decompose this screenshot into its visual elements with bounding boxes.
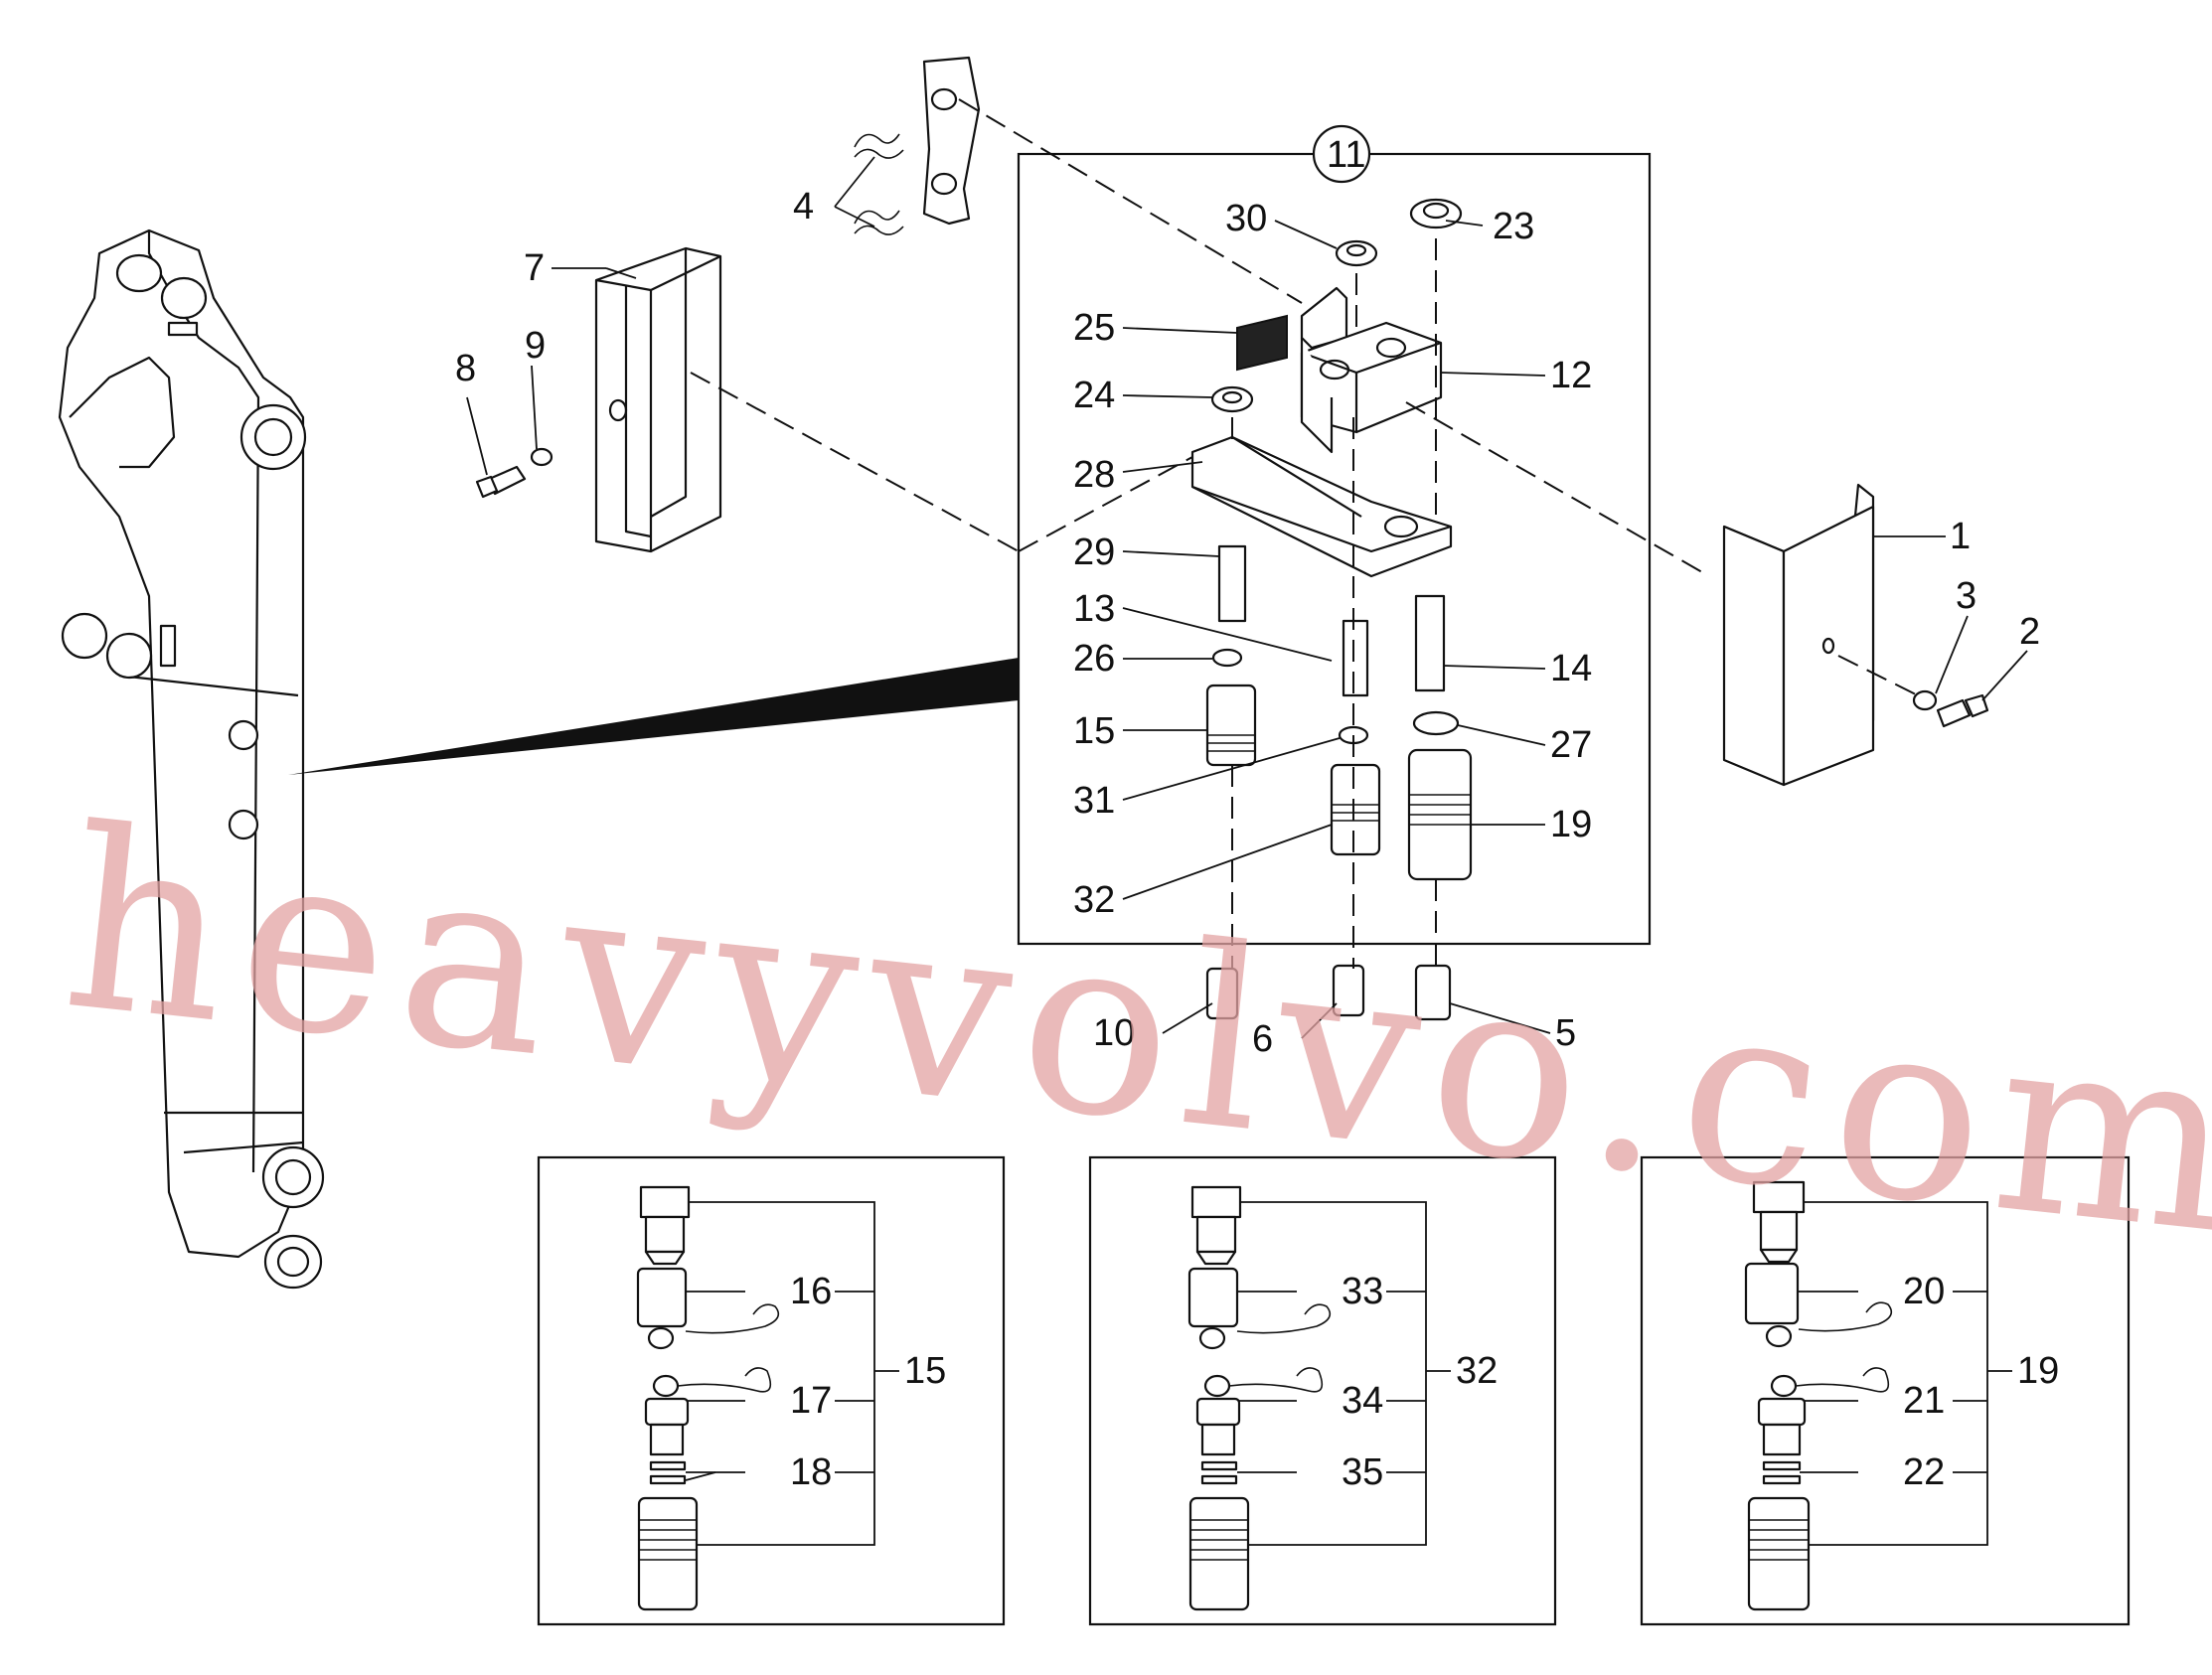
detail-19-item-3: 22 <box>1903 1451 1945 1493</box>
callout-13: 13 <box>1073 588 1115 630</box>
bracket-7-illustration <box>475 246 722 553</box>
detail-15-item-3: 18 <box>790 1451 832 1493</box>
callout-2: 2 <box>2019 611 2040 653</box>
callout-14: 14 <box>1550 648 1592 689</box>
detail-box-19 <box>1640 1155 2131 1626</box>
callout-7: 7 <box>524 247 545 289</box>
group-11-badge <box>1312 124 1371 184</box>
detail-box-15 <box>537 1155 1006 1626</box>
callout-24: 24 <box>1073 375 1115 416</box>
callout-30: 30 <box>1225 198 1267 239</box>
detail-15-item-1: 16 <box>790 1271 832 1312</box>
detail-32-item-3: 35 <box>1342 1451 1383 1493</box>
callout-labels: 11 7 8 9 4 30 23 25 24 28 29 13 26 15 31… <box>455 134 2059 1493</box>
callout-26: 26 <box>1073 638 1115 680</box>
callout-23: 23 <box>1493 206 1534 247</box>
callout-27: 27 <box>1550 724 1592 766</box>
detail-19-item-2: 21 <box>1903 1380 1945 1422</box>
callout-15: 15 <box>1073 710 1115 752</box>
detail-19-item-1: 20 <box>1903 1271 1945 1312</box>
callout-6: 6 <box>1252 1018 1273 1060</box>
detail-box-32 <box>1088 1155 1557 1626</box>
callout-3: 3 <box>1956 575 1976 617</box>
callout-4: 4 <box>793 186 814 228</box>
callout-5: 5 <box>1555 1012 1576 1054</box>
group-11-parts <box>1190 198 1473 881</box>
watermark: heavyvolvo.com <box>54 774 2212 1291</box>
detail-32-parent: 32 <box>1456 1350 1498 1392</box>
group-11-label: 11 <box>1327 134 1365 176</box>
leader-wedge <box>288 658 1019 775</box>
callout-31: 31 <box>1073 780 1115 822</box>
callout-10: 10 <box>1093 1012 1135 1054</box>
callout-9: 9 <box>525 325 546 367</box>
leader-lines <box>466 220 2028 1039</box>
callout-8: 8 <box>455 348 476 389</box>
callout-19: 19 <box>1550 804 1592 845</box>
callout-1: 1 <box>1950 516 1971 557</box>
lower-adapters <box>1205 964 1452 1021</box>
callout-25: 25 <box>1073 307 1115 349</box>
callout-29: 29 <box>1073 532 1115 573</box>
callout-28: 28 <box>1073 454 1115 496</box>
bracket-1-illustration <box>1722 483 1989 787</box>
boom-arm-illustration <box>58 228 1019 1290</box>
detail-32-item-1: 33 <box>1342 1271 1383 1312</box>
detail-19-parent: 19 <box>2017 1350 2059 1392</box>
callout-32: 32 <box>1073 879 1115 921</box>
center-lines <box>690 98 1919 969</box>
hose-clamp-illustration <box>834 56 981 235</box>
callout-12: 12 <box>1550 355 1592 396</box>
detail-15-item-2: 17 <box>790 1380 832 1422</box>
detail-15-parent: 15 <box>904 1350 946 1392</box>
detail-32-item-2: 34 <box>1342 1380 1383 1422</box>
